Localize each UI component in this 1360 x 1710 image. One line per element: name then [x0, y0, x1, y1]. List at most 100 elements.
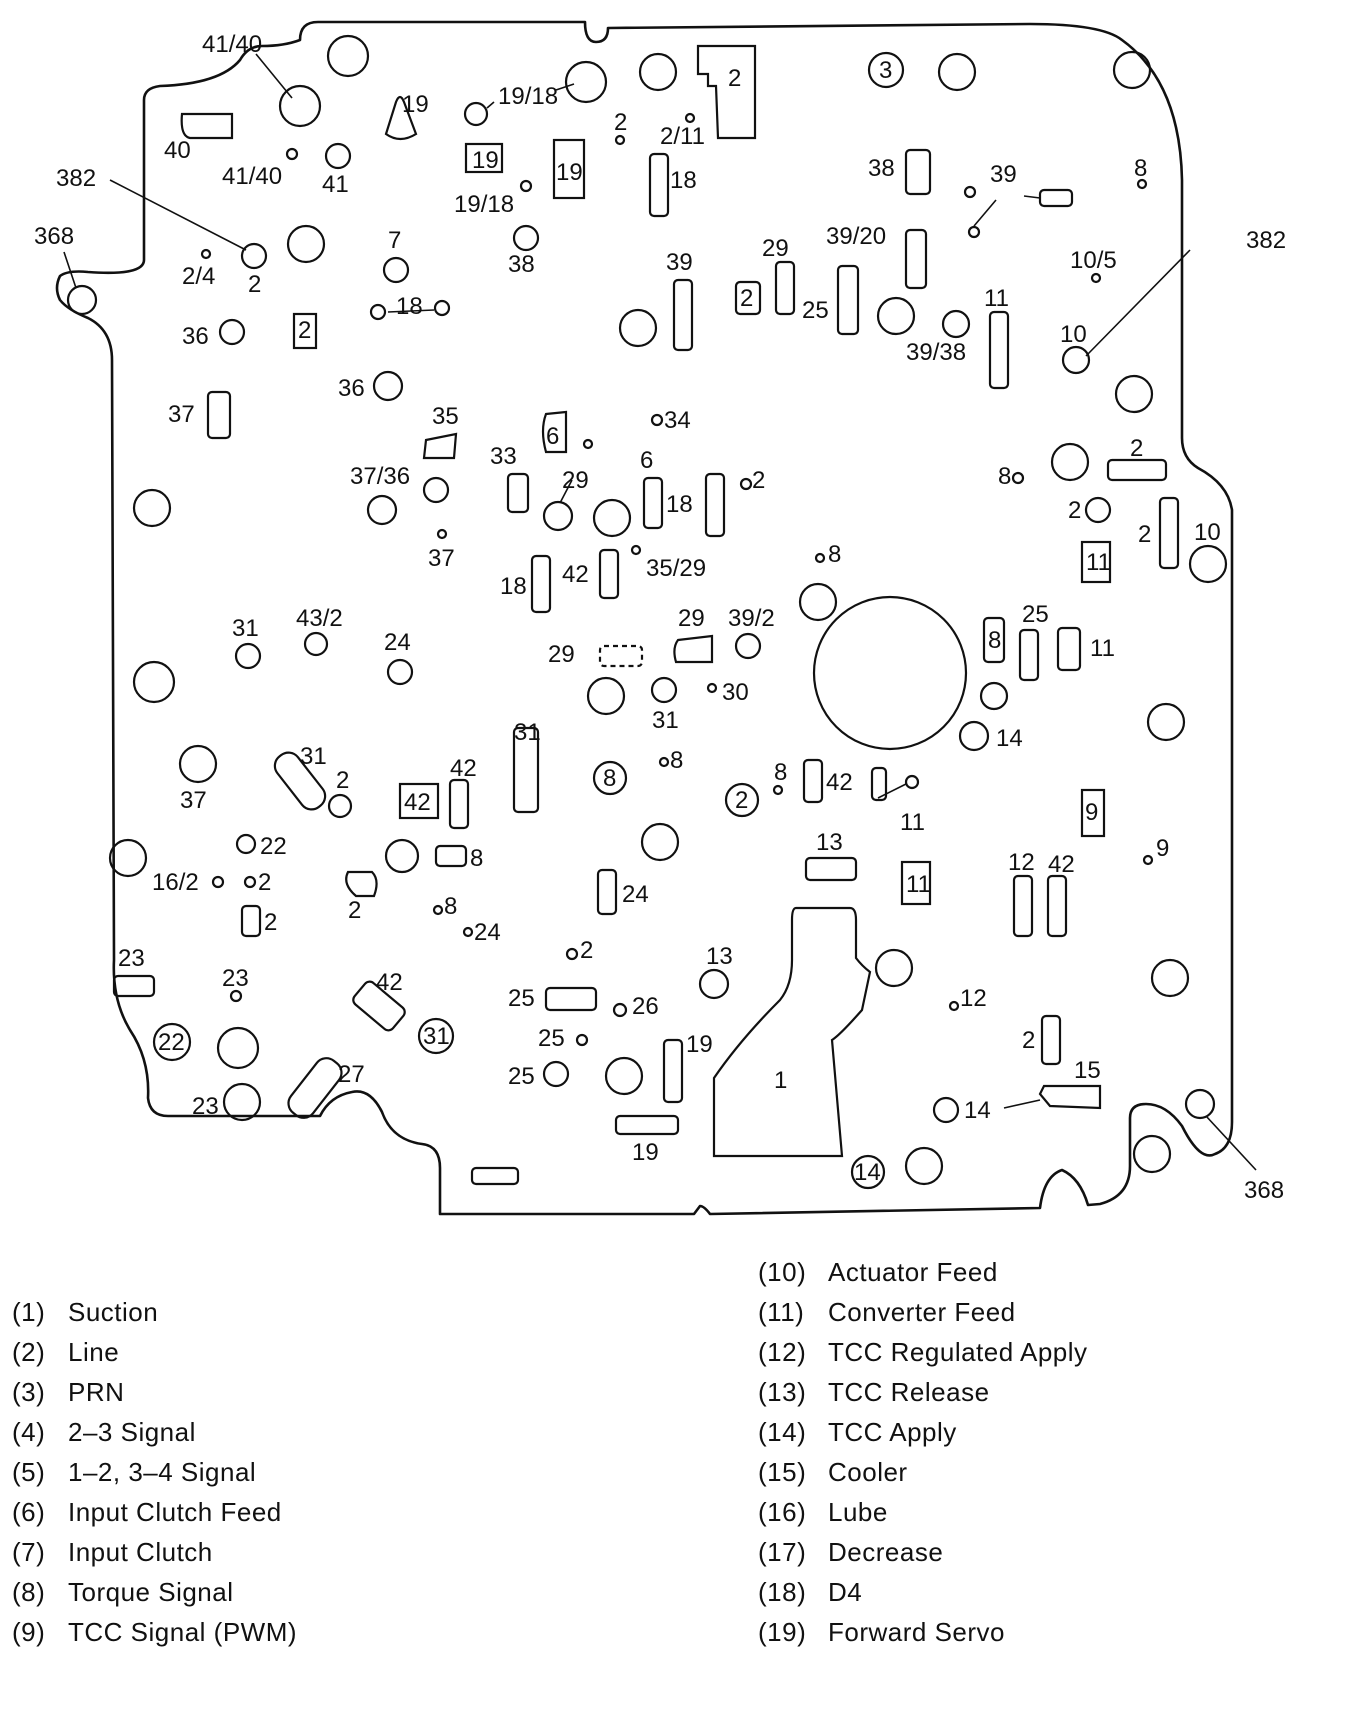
- label: 2: [1130, 435, 1143, 462]
- label: 2/11: [660, 123, 705, 150]
- slot-39-20: [904, 228, 928, 290]
- label: 10/5: [1070, 247, 1117, 274]
- legend-label: Torque Signal: [68, 1577, 234, 1607]
- small-hole: [1011, 471, 1025, 485]
- legend-item: (10) Actuator Feed: [758, 1252, 1088, 1292]
- label: 38: [868, 155, 895, 182]
- slot-24-a: [596, 868, 618, 916]
- slot-27-rotated: [287, 1057, 343, 1119]
- label: 37: [168, 401, 195, 428]
- slot-19-a: [662, 1038, 684, 1104]
- label: 9: [1156, 835, 1169, 862]
- hole: [1084, 496, 1112, 524]
- small-hole: [612, 1002, 628, 1018]
- small-hole: [967, 225, 981, 239]
- legend-label: Actuator Feed: [828, 1257, 998, 1287]
- slot-8: [434, 844, 468, 868]
- label: 29: [562, 467, 589, 494]
- small-hole: [229, 989, 243, 1003]
- hole: [734, 632, 762, 660]
- legend-label: 2–3 Signal: [68, 1417, 196, 1447]
- boxed-8: [982, 616, 1006, 664]
- label: 8: [444, 893, 457, 920]
- hole: [618, 308, 658, 348]
- hole: [798, 582, 838, 622]
- small-hole: [285, 147, 299, 161]
- slot-11-b: [1056, 626, 1082, 672]
- passage-29-shaped: [673, 634, 714, 664]
- hole: [463, 101, 489, 127]
- label: 22: [260, 833, 287, 860]
- slot-12: [1012, 874, 1034, 938]
- hole: [66, 284, 98, 316]
- label: 18: [666, 491, 693, 518]
- legend-number: (13): [758, 1377, 807, 1407]
- legend-item: (9)TCC Signal (PWM): [12, 1612, 297, 1652]
- slot-2-right: [1040, 1014, 1062, 1066]
- label: 41/40: [222, 163, 282, 190]
- label: 12: [1008, 849, 1035, 876]
- hole: [240, 242, 268, 270]
- slot-2-small: [240, 904, 262, 938]
- label: 25: [802, 297, 829, 324]
- torque-converter-bore: [812, 595, 968, 751]
- slot-bottom: [470, 1166, 520, 1186]
- label: 24: [622, 881, 649, 908]
- legend-label: TCC Regulated Apply: [828, 1337, 1088, 1367]
- label: 31: [652, 707, 679, 734]
- small-hole: [706, 682, 718, 694]
- label: 2: [1022, 1027, 1035, 1054]
- label: 2/4: [182, 263, 215, 290]
- hole: [638, 52, 678, 92]
- hole: [1114, 374, 1154, 414]
- slot-38: [904, 148, 932, 196]
- legend-item: (17)Decrease: [758, 1532, 1088, 1572]
- hole: [698, 968, 730, 1000]
- hole: [326, 34, 370, 78]
- small-hole: [814, 552, 826, 564]
- hole: [1132, 1134, 1172, 1174]
- small-hole: [1090, 272, 1102, 284]
- boxed-19-b: [552, 138, 586, 200]
- legend-number: (16): [758, 1497, 807, 1527]
- label: 36: [338, 375, 365, 402]
- hole: [372, 370, 404, 402]
- legend-label: Suction: [68, 1297, 159, 1327]
- label: 34: [664, 407, 691, 434]
- legend-number: (1): [12, 1297, 46, 1327]
- small-hole: [582, 438, 594, 450]
- hole: [327, 793, 353, 819]
- label: 15: [1074, 1057, 1101, 1084]
- legend-label: Input Clutch: [68, 1537, 213, 1567]
- slot-19-b: [614, 1114, 680, 1136]
- label: 2: [728, 65, 741, 92]
- hole: [286, 224, 326, 264]
- label: 2: [735, 787, 748, 814]
- label: 11: [906, 871, 931, 898]
- label: 39/20: [826, 223, 886, 250]
- legend-item: (11)Converter Feed: [758, 1292, 1088, 1332]
- hole: [979, 681, 1009, 711]
- label: 6: [546, 423, 559, 450]
- small-hole: [772, 784, 784, 796]
- label: 19: [402, 91, 429, 118]
- hole: [108, 838, 148, 878]
- medium-holes: [218, 101, 1216, 1124]
- label: 11: [900, 809, 925, 836]
- label: 13: [816, 829, 843, 856]
- small-hole: [630, 544, 642, 556]
- legend-label: Converter Feed: [828, 1297, 1016, 1327]
- small-hole: [1136, 178, 1148, 190]
- label: 39/38: [906, 339, 966, 366]
- label: 18: [396, 293, 423, 320]
- label: 368: [34, 223, 74, 250]
- suction-passage: [712, 906, 872, 1158]
- legend-number: (10): [758, 1257, 807, 1287]
- label: 23: [192, 1093, 219, 1120]
- slot-25-b: [1018, 628, 1040, 682]
- hole: [422, 476, 450, 504]
- label: 368: [1244, 1177, 1284, 1204]
- hole: [1188, 544, 1228, 584]
- hole: [369, 303, 387, 321]
- label: 13: [706, 943, 733, 970]
